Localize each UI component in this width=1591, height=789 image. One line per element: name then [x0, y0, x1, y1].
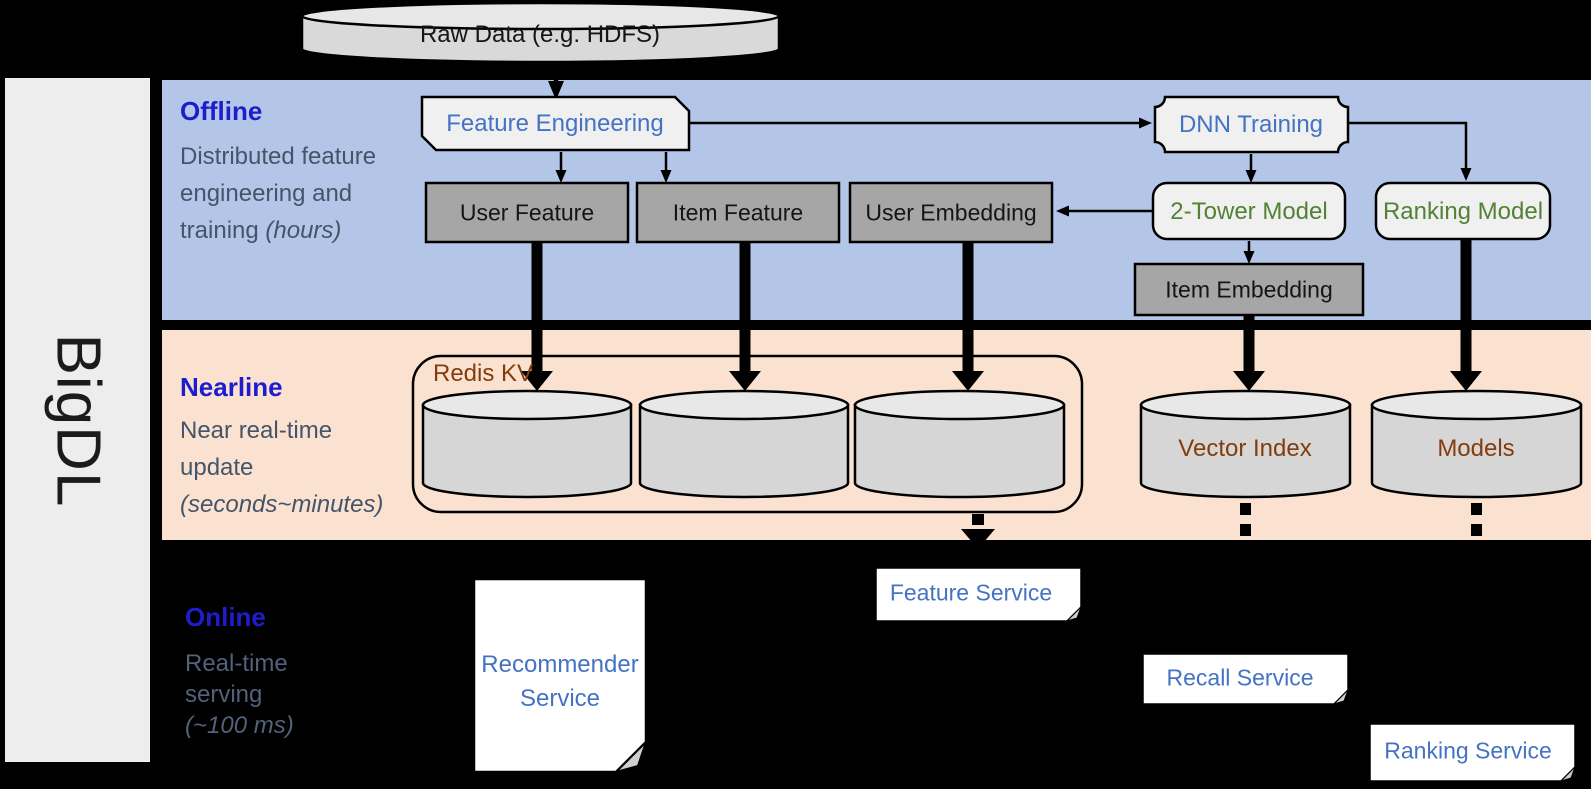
offline-desc-text: Distributed feature engineering and trai…: [180, 143, 377, 244]
dashed-link-vectorindex: [1240, 503, 1251, 536]
redis-cylinder-1: [421, 389, 633, 499]
dashed-arrow-redis-to-featureservice: [961, 514, 995, 549]
vector-index-cylinder: [1139, 389, 1352, 499]
online-lane-description: Real-time serving (~100 ms): [185, 648, 325, 741]
offline-desc-note: (hours): [265, 217, 342, 244]
feature-engineering-shape: [420, 95, 691, 152]
ranking-service-label: Ranking Service: [1384, 737, 1552, 764]
thick-arrows: [521, 239, 1482, 391]
item-embedding-box: [1133, 262, 1365, 317]
online-desc-text: Real-time serving: [185, 650, 288, 708]
nearline-lane-title: Nearline: [180, 372, 283, 402]
offline-lane-title: Offline: [180, 96, 263, 126]
models-label: Models: [1437, 435, 1515, 462]
dnn-training-shape: [1153, 95, 1350, 154]
online-desc-note: (~100 ms): [185, 712, 294, 739]
models-cylinder: [1370, 389, 1583, 499]
raw-data-label: Raw Data (e.g. HDFS): [419, 21, 661, 48]
nearline-desc-text: Near real-time update: [180, 417, 333, 481]
ranking-model-label: Ranking Model: [1382, 198, 1544, 225]
user-feature-box: [424, 181, 630, 244]
recall-service-doc: [1142, 653, 1349, 705]
online-lane-title: Online: [185, 602, 266, 632]
dashed-link-models: [1471, 503, 1482, 536]
user-embedding-box: [848, 181, 1054, 244]
user-feature-label: User Feature: [459, 199, 595, 226]
user-embedding-label: User Embedding: [865, 199, 1037, 226]
raw-data-cylinder: [300, 1, 781, 64]
recommender-service-label: Recommender Service: [481, 651, 639, 712]
arrow-dnn-to-rankingmodel: [1348, 121, 1472, 181]
vector-index-label: Vector Index: [1178, 435, 1312, 462]
dnn-training-label: DNN Training: [1178, 111, 1324, 138]
feature-engineering-label: Feature Engineering: [446, 110, 664, 137]
item-feature-box: [635, 181, 841, 244]
feature-service-label: Feature Service: [889, 579, 1053, 606]
redis-cylinder-2: [638, 389, 850, 499]
bigdl-sidebar: BigDL: [5, 78, 150, 762]
two-tower-model-label: 2-Tower Model: [1170, 198, 1328, 225]
recall-service-label: Recall Service: [1166, 664, 1314, 691]
feature-service-doc: [875, 567, 1082, 622]
offline-lane-description: Distributed feature engineering and trai…: [180, 138, 385, 249]
item-feature-label: Item Feature: [672, 199, 804, 226]
recommender-service-doc: [472, 577, 648, 774]
nearline-desc-note: (seconds~minutes): [180, 491, 384, 518]
nearline-lane-description: Near real-time update (seconds~minutes): [180, 412, 398, 523]
ranking-service-doc: [1369, 723, 1576, 782]
item-embedding-label: Item Embedding: [1165, 276, 1333, 303]
redis-kv-label: Redis KV: [433, 360, 534, 387]
redis-cylinder-3: [853, 389, 1066, 499]
